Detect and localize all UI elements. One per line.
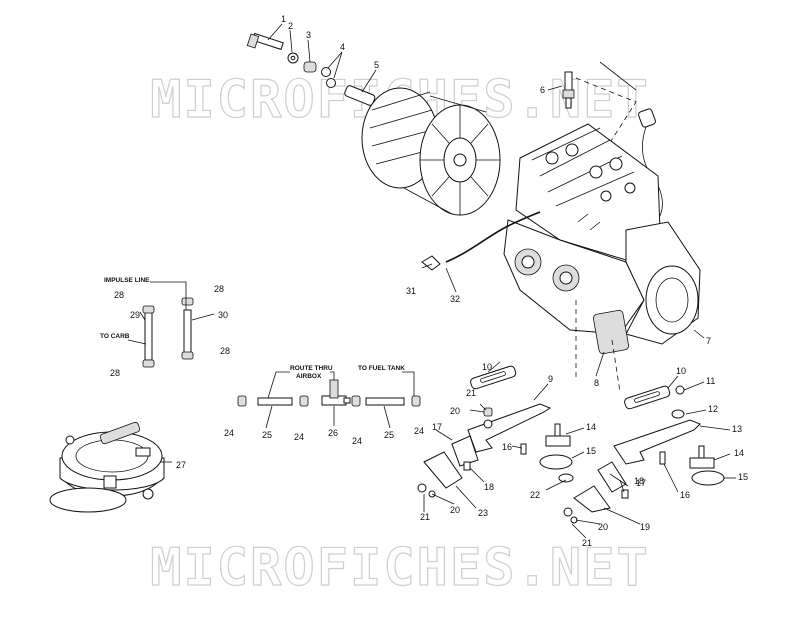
callout-20c: 20 <box>598 522 608 532</box>
callout-8: 8 <box>594 378 599 388</box>
callout-24a: 24 <box>224 428 234 438</box>
callout-19: 19 <box>640 522 650 532</box>
callout-21c: 21 <box>582 538 592 548</box>
callout-13: 13 <box>732 424 742 434</box>
to-fuel-tank-label: TO FUEL TANK <box>358 365 405 372</box>
rubber-mount-right <box>689 445 715 469</box>
callout-14a: 14 <box>586 422 596 432</box>
watermark-bottom: MICROFICHES.NET <box>150 537 650 598</box>
callout-2: 2 <box>288 21 293 31</box>
callout-28a: 28 <box>214 284 224 294</box>
mount-bracket-lower-right <box>573 485 611 513</box>
mount-bracket-center <box>597 461 627 493</box>
callout-28d: 28 <box>110 368 120 378</box>
callout-7: 7 <box>706 336 711 346</box>
engine <box>503 123 701 355</box>
callout-32: 32 <box>450 294 460 304</box>
callout-25a: 25 <box>262 430 272 440</box>
callout-6: 6 <box>540 85 545 95</box>
callout-1: 1 <box>281 14 286 24</box>
callout-24d: 24 <box>414 426 424 436</box>
callout-20b: 20 <box>450 505 460 515</box>
callout-24c: 24 <box>352 436 362 446</box>
spark-plug <box>562 71 575 109</box>
fuel-hose-left <box>257 397 293 406</box>
fuel-hose-right <box>365 397 405 406</box>
callout-20a: 20 <box>450 406 460 416</box>
callout-14b: 14 <box>734 448 744 458</box>
callout-31: 31 <box>406 286 416 296</box>
mount-pad-left <box>539 454 573 470</box>
callout-16b: 16 <box>680 490 690 500</box>
callout-28c: 28 <box>220 346 230 356</box>
callout-11: 11 <box>706 376 715 386</box>
route-thru-label: ROUTE THRU <box>290 365 333 372</box>
callout-27: 27 <box>176 460 186 470</box>
callout-15b: 15 <box>738 472 748 482</box>
callout-29: 29 <box>130 310 140 320</box>
fuel-pump <box>49 421 165 513</box>
callout-17a: 17 <box>432 422 442 432</box>
mount-bracket-left <box>467 403 552 453</box>
callout-4: 4 <box>340 42 345 52</box>
throttle-cable <box>445 211 541 263</box>
rubber-mount-left <box>545 423 571 447</box>
callout-21a: 21 <box>466 388 476 398</box>
mount-bracket-lower-left <box>423 451 463 489</box>
drive-clutch <box>361 87 501 216</box>
impulse-line-label: IMPULSE LINE <box>104 277 150 284</box>
callout-18a: 18 <box>484 482 494 492</box>
callout-3: 3 <box>306 30 311 40</box>
to-carb-label: TO CARB <box>100 333 130 340</box>
airbox-label: AIRBOX <box>296 373 322 380</box>
mount-plate-left <box>470 365 517 390</box>
callout-10b: 10 <box>676 366 686 376</box>
callout-22: 22 <box>530 490 540 500</box>
clutch-bolt <box>246 32 284 51</box>
callout-12: 12 <box>708 404 718 414</box>
callout-24b: 24 <box>294 432 304 442</box>
callout-10a: 10 <box>482 362 492 372</box>
mount-bracket-right <box>613 419 701 465</box>
o-ring-2 <box>326 78 336 88</box>
o-ring <box>321 67 331 77</box>
callout-30: 30 <box>218 310 228 320</box>
callout-26: 26 <box>328 428 338 438</box>
callout-18b: 18 <box>634 476 644 486</box>
mount-plate-right <box>624 385 671 410</box>
callout-23: 23 <box>478 508 488 518</box>
cable-clip <box>421 255 441 271</box>
callout-21b: 21 <box>420 512 430 522</box>
callout-16a: 16 <box>502 442 512 452</box>
callout-25b: 25 <box>384 430 394 440</box>
callout-9: 9 <box>548 374 553 384</box>
callout-5: 5 <box>374 60 379 70</box>
callout-15a: 15 <box>586 446 596 456</box>
callout-28b: 28 <box>114 290 124 300</box>
callout-17b: 17 <box>636 478 646 488</box>
